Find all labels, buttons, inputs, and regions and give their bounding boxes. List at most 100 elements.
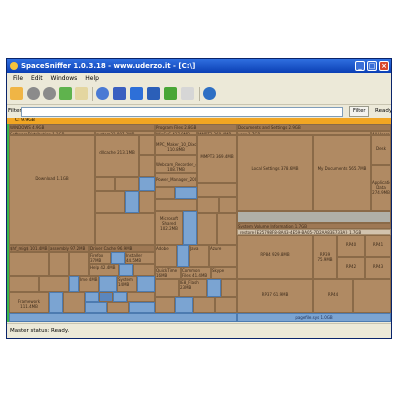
treemap-tile[interactable] <box>85 292 99 302</box>
treemap-tile[interactable] <box>95 177 115 191</box>
treemap-tile[interactable]: Help 42.4MB <box>89 264 119 276</box>
treemap-tile[interactable] <box>177 245 189 267</box>
treemap-tile[interactable] <box>111 252 125 264</box>
filter-input[interactable] <box>21 107 343 117</box>
treemap-tile[interactable] <box>119 264 133 276</box>
treemap-tile[interactable]: Download 1.1GB <box>9 135 95 245</box>
treemap-tile[interactable] <box>215 297 237 313</box>
document-icon[interactable] <box>113 87 126 100</box>
treemap-tile[interactable]: Driver Cache 96.9MB <box>89 245 155 252</box>
treemap-tile[interactable]: WINDOWS 4.9GB <box>9 124 155 131</box>
treemap-tile[interactable]: Webcam_Recorder_40 108.7MB <box>155 155 197 173</box>
treemap-tile[interactable] <box>69 252 89 276</box>
treemap-tile[interactable]: Local Settings 378.6MB <box>237 135 313 211</box>
treemap-tile[interactable]: Installer 44.5MB <box>125 252 155 264</box>
treemap-tile[interactable] <box>139 177 155 191</box>
treemap-tile[interactable]: Documents and Settings 2.9GB <box>237 124 391 131</box>
treemap-tile[interactable]: IE8_Flash 23MB <box>179 279 207 297</box>
cube-icon[interactable] <box>130 87 143 100</box>
treemap-tile[interactable] <box>95 213 155 245</box>
open-folder-icon[interactable] <box>10 87 23 100</box>
refresh-folder-icon[interactable] <box>59 87 72 100</box>
cube-stack-icon[interactable] <box>147 87 160 100</box>
treemap-tile[interactable]: RP39 75.9MB <box>313 235 337 279</box>
treemap-tile[interactable]: System Volume Information 1.7GB <box>237 223 391 229</box>
treemap-tile[interactable] <box>9 276 39 292</box>
treemap[interactable]: C: 9.9GB WINDOWS 4.9GB Program Files 2.8… <box>7 118 391 322</box>
filter-button[interactable]: Filter <box>349 106 370 117</box>
treemap-tile[interactable] <box>139 155 155 177</box>
treemap-tile[interactable] <box>127 292 155 302</box>
treemap-tile[interactable] <box>217 213 237 245</box>
minimize-button[interactable]: _ <box>355 61 365 71</box>
maximize-button[interactable]: □ <box>367 61 377 71</box>
treemap-tile[interactable] <box>107 302 129 313</box>
treemap-tile[interactable]: System 14MB <box>117 276 137 292</box>
close-button[interactable]: × <box>379 61 389 71</box>
treemap-tile[interactable] <box>139 135 155 155</box>
treemap-tile[interactable]: RP37 61.9MB <box>237 279 313 313</box>
refresh-icon[interactable] <box>96 87 109 100</box>
treemap-tile[interactable]: MMPT3 369.4MB <box>197 135 237 183</box>
treemap-tile[interactable] <box>219 197 237 213</box>
treemap-tile[interactable]: _restore{E25798F8-8A43-4E59-BA05-7D2AA83… <box>237 229 391 235</box>
treemap-tile[interactable]: Adobe <box>155 245 177 267</box>
treemap-tile[interactable] <box>69 276 79 292</box>
treemap-tile[interactable]: RP44 <box>313 279 353 313</box>
treemap-tile[interactable] <box>175 187 197 199</box>
tag-icon[interactable] <box>181 87 194 100</box>
treemap-tile[interactable]: Program Files 2.8GB <box>155 124 237 131</box>
treemap-tile[interactable] <box>193 297 215 313</box>
treemap-tile[interactable]: dllcache 213.1MB <box>95 135 139 177</box>
treemap-tile[interactable]: user 1.7GB <box>237 131 371 135</box>
treemap-root[interactable]: C: 9.9GB <box>7 118 391 124</box>
treemap-tile[interactable] <box>99 276 117 292</box>
treemap-tile[interactable]: Microsoft Shared 102.2MB <box>155 211 183 245</box>
treemap-tile[interactable] <box>63 292 85 313</box>
treemap-tile[interactable] <box>155 199 197 211</box>
treemap-tile[interactable] <box>155 279 179 297</box>
treemap-tile[interactable] <box>155 187 175 199</box>
treemap-tile[interactable]: MMPT3 369.4MB <box>197 131 237 135</box>
treemap-tile[interactable]: system32 887.3MB <box>95 131 155 135</box>
treemap-tile[interactable] <box>85 302 107 313</box>
treemap-tile[interactable]: Ime 4MB <box>79 276 99 292</box>
treemap-tile[interactable]: MPC_Maker_10_Dixon 110.8MB <box>155 135 197 155</box>
treemap-tile[interactable]: Framework 111.4MB <box>9 292 49 313</box>
home-icon[interactable] <box>75 87 88 100</box>
treemap-tile[interactable] <box>39 276 69 292</box>
treemap-tile[interactable]: RP40 <box>337 235 365 257</box>
treemap-tile[interactable] <box>197 183 237 197</box>
treemap-tile[interactable] <box>95 191 125 213</box>
stop-icon[interactable] <box>27 87 40 100</box>
treemap-tile[interactable] <box>115 177 139 191</box>
menu-file[interactable]: File <box>13 75 24 82</box>
star-icon[interactable] <box>164 87 177 100</box>
treemap-tile[interactable]: QuickTime 16MB <box>155 267 181 279</box>
treemap-tile[interactable]: RP84 929.8MB <box>237 235 313 279</box>
treemap-tile[interactable] <box>183 211 197 245</box>
treemap-tile[interactable]: Skype <box>211 267 237 279</box>
treemap-tile[interactable]: Application Data 274.9MB <box>371 165 391 211</box>
treemap-tile[interactable] <box>155 297 175 313</box>
treemap-tile[interactable] <box>99 292 113 302</box>
treemap-tile[interactable]: WinSxS 437.9MB <box>155 131 197 135</box>
treemap-tile[interactable] <box>133 264 155 276</box>
treemap-tile[interactable] <box>175 297 193 313</box>
treemap-tile[interactable]: assembly 97.2MB <box>49 245 89 252</box>
treemap-tile[interactable]: Azure <box>209 245 237 267</box>
treemap-tile[interactable] <box>353 279 391 313</box>
treemap-tile[interactable] <box>139 191 155 213</box>
treemap-tile[interactable] <box>221 279 237 297</box>
treemap-tile[interactable] <box>9 252 49 276</box>
treemap-tile[interactable] <box>137 276 155 292</box>
treemap-tile[interactable]: RP41 <box>365 235 391 257</box>
treemap-tile[interactable]: Firefox 37MB <box>89 252 111 264</box>
menu-help[interactable]: Help <box>85 75 99 82</box>
treemap-tile[interactable] <box>49 292 63 313</box>
title-bar[interactable]: SpaceSniffer 1.0.3.18 - www.uderzo.it - … <box>7 59 391 73</box>
treemap-tile[interactable]: Java <box>189 245 209 267</box>
treemap-tile[interactable] <box>125 191 139 213</box>
treemap-tile[interactable] <box>9 313 237 322</box>
pause-icon[interactable] <box>43 87 56 100</box>
